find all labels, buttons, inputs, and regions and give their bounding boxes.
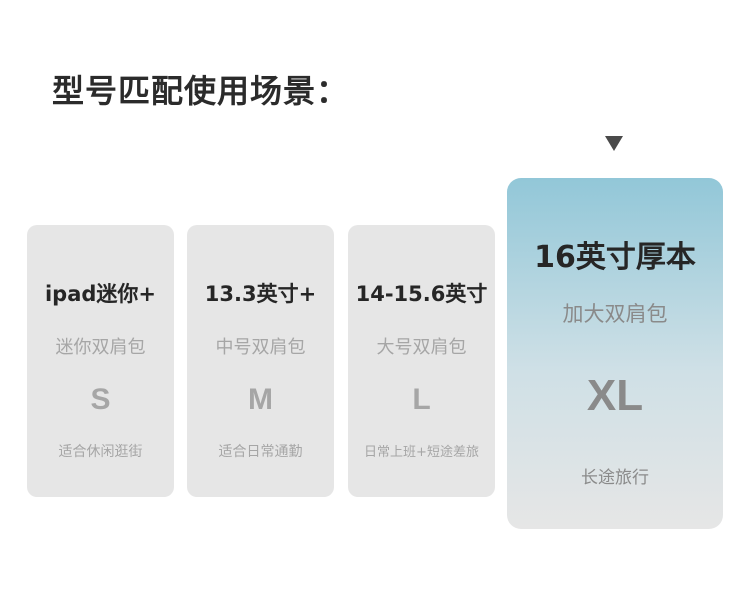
card-size-letter: XL <box>586 371 644 420</box>
page-title: 型号匹配使用场景： <box>52 72 350 110</box>
size-card-l[interactable]: 14-15.6英寸 大号双肩包 L 日常上班+短途差旅 <box>348 225 495 497</box>
card-use-case: 日常上班+短途差旅 <box>364 445 479 460</box>
card-size-label: 13.3英寸+ <box>204 282 317 306</box>
card-size-letter: S <box>90 383 111 416</box>
card-size-label: ipad迷你+ <box>44 282 157 306</box>
size-card-xl[interactable]: 16英寸厚本 加大双肩包 XL 长途旅行 <box>507 178 723 529</box>
card-size-label: 14-15.6英寸 <box>355 282 488 306</box>
card-size-label: 16英寸厚本 <box>534 240 696 275</box>
down-triangle-icon <box>605 136 623 151</box>
card-use-case: 适合日常通勤 <box>218 444 303 460</box>
card-use-case: 长途旅行 <box>581 468 649 488</box>
card-use-case: 适合休闲逛街 <box>58 444 143 460</box>
size-card-s[interactable]: ipad迷你+ 迷你双肩包 S 适合休闲逛街 <box>27 225 174 497</box>
card-bag-type: 大号双肩包 <box>376 337 467 358</box>
card-bag-type: 中号双肩包 <box>215 337 306 358</box>
size-card-m[interactable]: 13.3英寸+ 中号双肩包 M 适合日常通勤 <box>187 225 334 497</box>
card-bag-type: 加大双肩包 <box>562 302 668 326</box>
card-bag-type: 迷你双肩包 <box>55 337 146 358</box>
card-size-letter: L <box>412 383 431 416</box>
card-size-letter: M <box>248 383 273 416</box>
